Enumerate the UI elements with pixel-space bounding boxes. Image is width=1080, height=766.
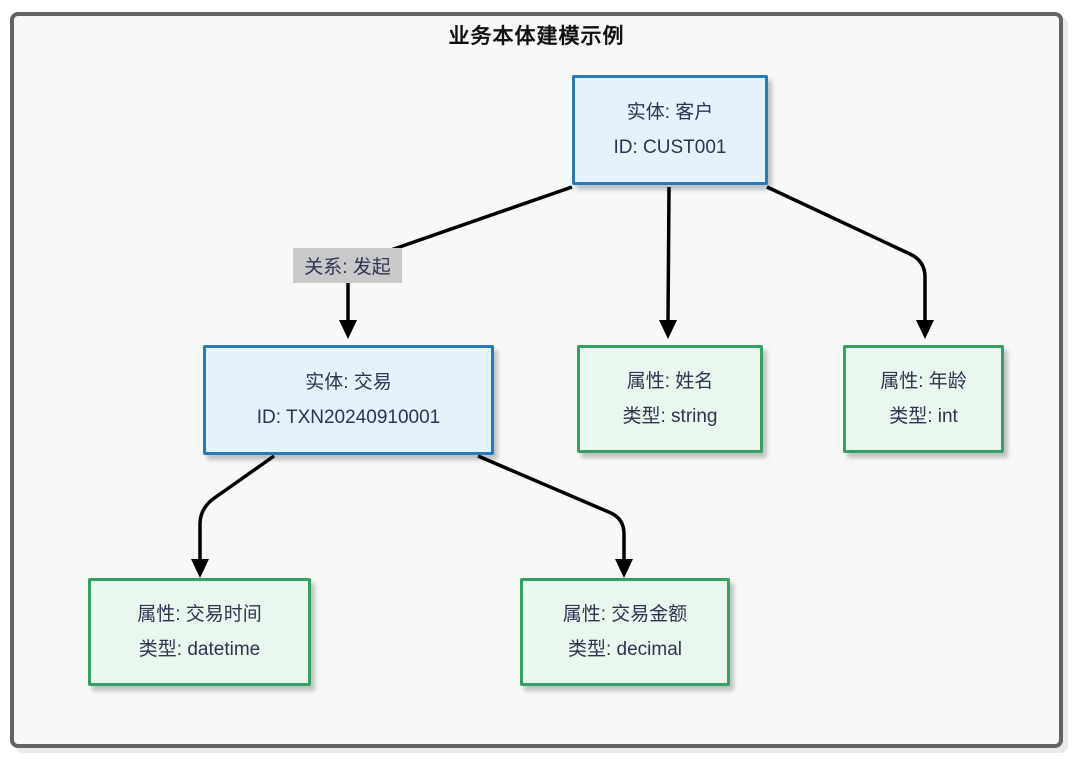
node-label-line1: 属性: 交易时间	[137, 603, 262, 625]
node-label-line1: 属性: 交易金额	[562, 603, 688, 625]
node-label-line2: 类型: int	[889, 405, 958, 427]
entity-node-customer: 实体: 客户 ID: CUST001	[572, 75, 768, 185]
edge-transaction-attr-time	[191, 454, 276, 578]
node-label-line1: 属性: 年龄	[880, 370, 967, 392]
node-label-line1: 实体: 客户	[626, 101, 714, 123]
node-label-line1: 实体: 交易	[305, 371, 392, 393]
edge-transaction-attr-amount	[477, 454, 633, 578]
attribute-node-name: 属性: 姓名 类型: string	[577, 345, 763, 453]
node-label-line2: ID: CUST001	[613, 136, 727, 158]
attribute-node-transaction-time: 属性: 交易时间 类型: datetime	[88, 578, 311, 686]
edge-customer-attr-name	[659, 186, 677, 339]
attribute-node-transaction-amount: 属性: 交易金额 类型: decimal	[520, 578, 730, 686]
node-label-line2: 类型: datetime	[138, 638, 261, 660]
edge-customer-attr-age	[766, 185, 934, 339]
node-label-line2: 类型: string	[622, 405, 718, 427]
edge-label-relation: 关系: 发起	[293, 248, 402, 283]
node-label-line2: 类型: decimal	[567, 638, 683, 660]
entity-node-transaction: 实体: 交易 ID: TXN20240910001	[203, 345, 494, 455]
node-label-line2: ID: TXN20240910001	[256, 406, 441, 428]
node-label-line1: 属性: 姓名	[626, 370, 714, 392]
diagram-title: 业务本体建模示例	[448, 25, 625, 48]
attribute-node-age: 属性: 年龄 类型: int	[843, 345, 1004, 453]
